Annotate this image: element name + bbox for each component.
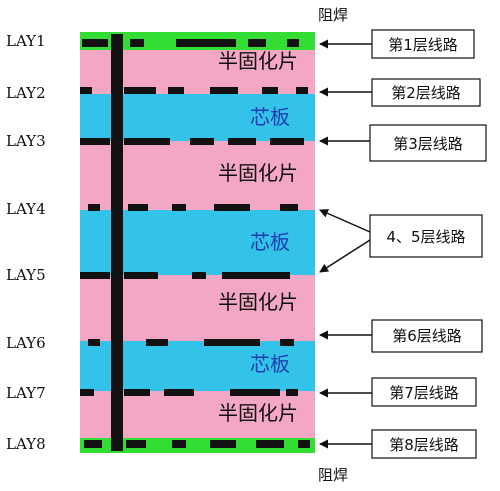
callout-layer-7: 第7层线路 bbox=[319, 377, 477, 407]
layer-label-1: LAY1 bbox=[6, 32, 46, 50]
layer-label-7: LAY7 bbox=[6, 384, 46, 402]
callout-layer-45: 4、5层线路 bbox=[319, 209, 483, 273]
callout-box bbox=[371, 78, 481, 107]
through-via bbox=[111, 34, 123, 451]
solder-mask-bottom-label: 阻焊 bbox=[318, 466, 348, 484]
callout-box bbox=[371, 429, 477, 459]
prepreg-label-3: 半固化片 bbox=[218, 290, 298, 314]
prepreg-label-1: 半固化片 bbox=[218, 49, 298, 73]
layer-label-4: LAY4 bbox=[6, 200, 46, 218]
callout-box bbox=[371, 377, 477, 407]
core-label-3: 芯板 bbox=[250, 352, 290, 376]
callout-label-1: 第1层线路 bbox=[388, 36, 458, 54]
copper-layer-7 bbox=[80, 389, 298, 396]
callout-label-3: 第3层线路 bbox=[393, 135, 463, 153]
layer-label-6: LAY6 bbox=[6, 334, 46, 352]
layer-label-3: LAY3 bbox=[6, 132, 46, 150]
copper-layer-5 bbox=[80, 272, 290, 279]
callout-box bbox=[369, 124, 487, 162]
copper-layer-2 bbox=[80, 87, 308, 94]
copper-layer-4 bbox=[88, 204, 298, 211]
copper-layer-6 bbox=[88, 339, 294, 346]
layer-label-5: LAY5 bbox=[6, 266, 46, 284]
callout-layer-6: 第6层线路 bbox=[319, 319, 483, 353]
callout-layer-1: 第1层线路 bbox=[319, 29, 475, 59]
core-label-1: 芯板 bbox=[250, 105, 290, 129]
core-label-2: 芯板 bbox=[250, 230, 290, 254]
callout-layer-8: 第8层线路 bbox=[319, 429, 477, 459]
copper-layer-1 bbox=[82, 39, 299, 47]
callout-box bbox=[369, 214, 483, 258]
copper-layer-3 bbox=[80, 138, 304, 145]
callout-layer-2: 第2层线路 bbox=[319, 78, 481, 107]
prepreg-label-4: 半固化片 bbox=[218, 401, 298, 425]
callout-label-8: 第8层线路 bbox=[389, 436, 459, 454]
solder-mask-top-label: 阻焊 bbox=[318, 6, 348, 24]
callout-box bbox=[371, 319, 483, 353]
layer-label-2: LAY2 bbox=[6, 84, 46, 102]
callout-label-6: 第6层线路 bbox=[392, 327, 462, 345]
callout-label-7: 第7层线路 bbox=[389, 384, 459, 402]
callout-box bbox=[371, 29, 475, 59]
callout-label-45: 4、5层线路 bbox=[386, 228, 465, 246]
prepreg-label-2: 半固化片 bbox=[218, 161, 298, 185]
layer-label-8: LAY8 bbox=[6, 435, 46, 453]
callout-label-2: 第2层线路 bbox=[391, 84, 461, 102]
callout-layer-3: 第3层线路 bbox=[319, 124, 487, 162]
copper-layer-8 bbox=[84, 440, 310, 448]
